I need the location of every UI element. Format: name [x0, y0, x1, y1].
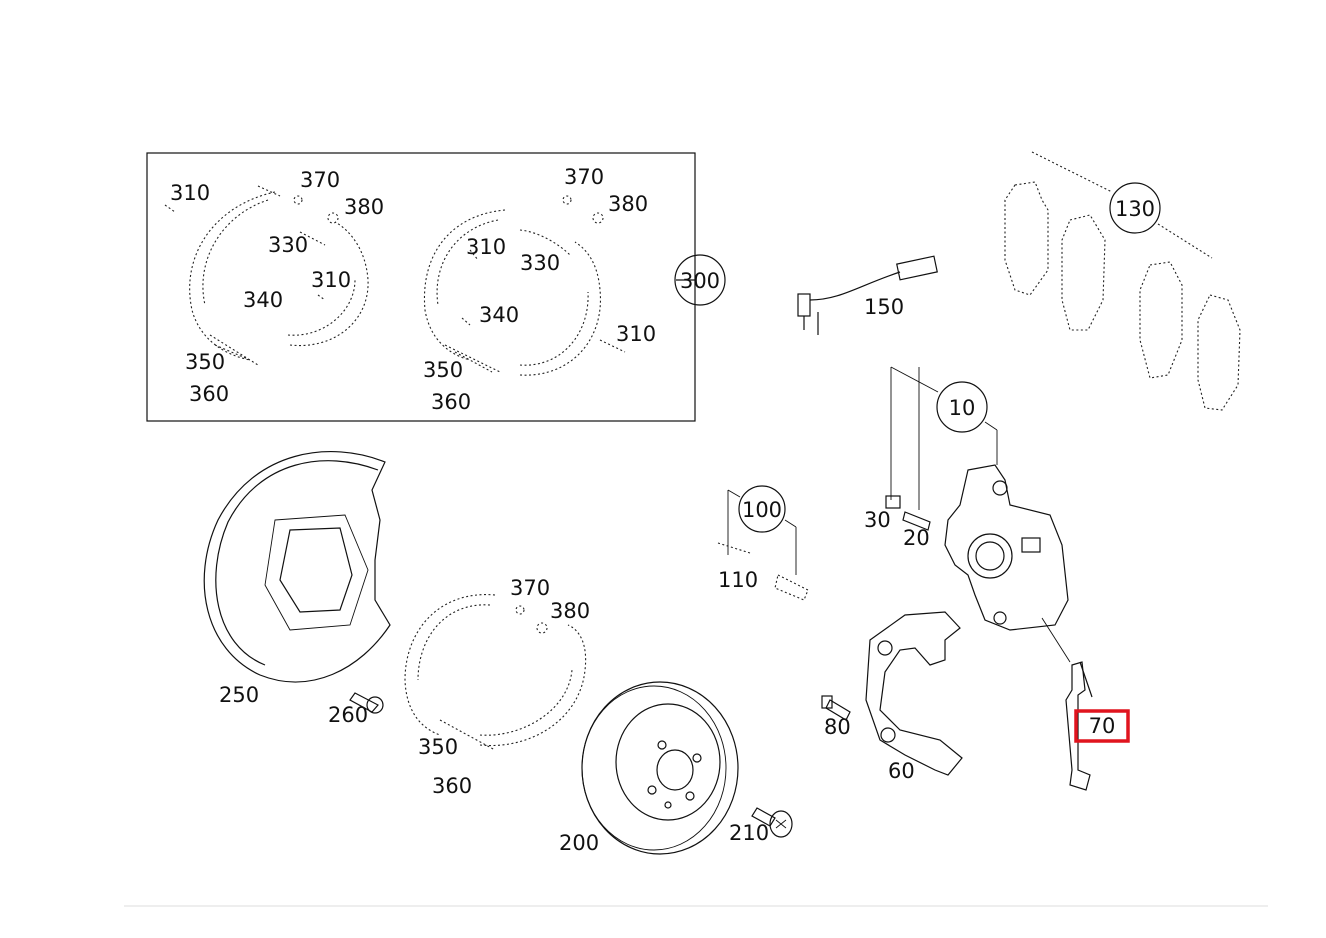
right-brake-shoes — [423, 195, 626, 376]
disc-screw-210 — [751, 807, 793, 838]
callout-310[interactable]: 310 — [616, 322, 656, 346]
callout-330[interactable]: 330 — [520, 251, 560, 275]
wear-sensor-150 — [797, 255, 938, 335]
callout-310[interactable]: 310 — [466, 235, 506, 259]
callout-110[interactable]: 110 — [718, 568, 758, 592]
callout-360[interactable]: 360 — [431, 390, 471, 414]
callout-60[interactable]: 60 — [888, 759, 915, 783]
callout-80[interactable]: 80 — [824, 715, 851, 739]
callout-370[interactable]: 370 — [510, 576, 550, 600]
left-brake-shoes — [164, 185, 369, 366]
callout-250[interactable]: 250 — [219, 683, 259, 707]
callout-330[interactable]: 330 — [268, 233, 308, 257]
callout-150[interactable]: 150 — [864, 295, 904, 319]
callout-310[interactable]: 310 — [311, 268, 351, 292]
callout-310[interactable]: 310 — [170, 181, 210, 205]
callout-340[interactable]: 340 — [479, 303, 519, 327]
callout-20[interactable]: 20 — [903, 526, 930, 550]
callout-30[interactable]: 30 — [864, 508, 891, 532]
callout-100[interactable]: 100 — [742, 498, 782, 522]
brake-pads-130 — [1004, 151, 1241, 411]
callout-380[interactable]: 380 — [550, 599, 590, 623]
spring-clip-70 — [1065, 661, 1093, 791]
callout-200[interactable]: 200 — [559, 831, 599, 855]
brake-disc-200 — [581, 681, 739, 855]
callout-340[interactable]: 340 — [243, 288, 283, 312]
caliper-bracket-60 — [821, 611, 963, 776]
kit-box-300: 300 310 370 380 330 310 340 350 360 — [146, 152, 726, 422]
callout-380[interactable]: 380 — [608, 192, 648, 216]
caliper-10 — [885, 366, 1071, 663]
guide-pins-100 — [717, 485, 809, 601]
callout-350[interactable]: 350 — [423, 358, 463, 382]
callout-260[interactable]: 260 — [328, 703, 368, 727]
callout-70[interactable]: 70 — [1089, 714, 1116, 738]
dust-shield-250 — [203, 451, 391, 714]
callout-350[interactable]: 350 — [418, 735, 458, 759]
callout-300[interactable]: 300 — [680, 269, 720, 293]
callout-370[interactable]: 370 — [564, 165, 604, 189]
callout-350[interactable]: 350 — [185, 350, 225, 374]
callout-360[interactable]: 360 — [432, 774, 472, 798]
callout-130[interactable]: 130 — [1115, 197, 1155, 221]
callout-370[interactable]: 370 — [300, 168, 340, 192]
callout-380[interactable]: 380 — [344, 195, 384, 219]
callout-10[interactable]: 10 — [949, 396, 976, 420]
callout-210[interactable]: 210 — [729, 821, 769, 845]
callout-360[interactable]: 360 — [189, 382, 229, 406]
lower-brake-shoes — [404, 594, 587, 751]
highlight-box — [1074, 709, 1130, 743]
